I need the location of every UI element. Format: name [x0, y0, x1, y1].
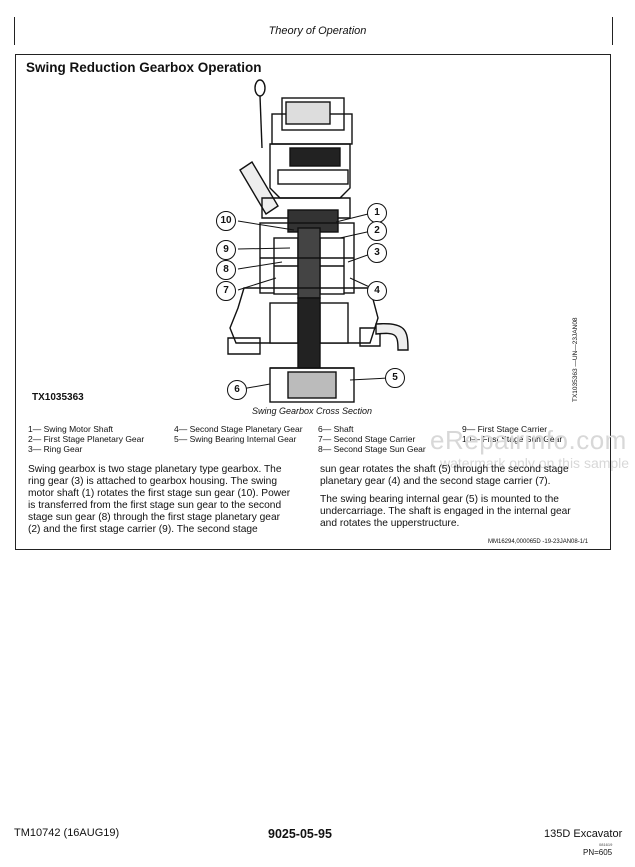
legend-item: 8— Second Stage Sun Gear — [318, 444, 426, 454]
callout-6: 6 — [227, 380, 247, 400]
legend-item: 7— Second Stage Carrier — [318, 434, 416, 444]
callout-4: 4 — [367, 281, 387, 301]
legend-item: 1— Swing Motor Shaft — [28, 424, 114, 434]
callout-1: 1 — [367, 203, 387, 223]
figure-vertical-id: TX1035363 —UN—23JAN08 — [572, 317, 579, 402]
callout-3: 3 — [367, 243, 387, 263]
legend-item: 6— Shaft — [318, 424, 354, 434]
legend-item: 10— First Stage Sun Gear — [462, 434, 563, 444]
body-line: stage sun gear (8) through the first sta… — [28, 512, 281, 523]
body-line: Swing gearbox is two stage planetary typ… — [28, 464, 282, 475]
legend-item: 5— Swing Bearing Internal Gear — [174, 434, 297, 444]
legend-item: 4— Second Stage Planetary Gear — [174, 424, 303, 434]
footer-model: 135D Excavator — [544, 828, 623, 840]
footer-date: 081619 — [599, 842, 613, 847]
body-line: undercarriage. The shaft is engaged in t… — [320, 506, 571, 517]
callout-9: 9 — [216, 240, 236, 260]
body-line: sun gear rotates the shaft (5) through t… — [320, 464, 569, 475]
figure-id: TX1035363 — [32, 392, 84, 403]
page-header-title: Theory of Operation — [268, 25, 367, 37]
section-title: Swing Reduction Gearbox Operation — [26, 60, 262, 75]
body-line: (2) and the first stage carrier (9). The… — [28, 524, 258, 535]
gearbox-cross-section-drawing — [227, 79, 409, 403]
body-line: and rotates the upperstructure. — [320, 518, 460, 529]
header-divider-right — [612, 17, 613, 45]
legend-item: 2— First Stage Planetary Gear — [28, 434, 145, 444]
body-line: planetary gear (4) and the second stage … — [320, 476, 551, 487]
section-frame — [15, 54, 611, 550]
footer-manual-id: TM10742 (16AUG19) — [14, 827, 120, 839]
callout-10: 10 — [216, 211, 236, 231]
legend-item: 9— First Stage Carrier — [462, 424, 548, 434]
watermark-note: watermark only on this sample — [440, 455, 630, 471]
figure-caption: Swing Gearbox Cross Section — [252, 406, 373, 416]
watermark-site: eRepairinfo.com — [430, 425, 627, 455]
callout-7: 7 — [216, 281, 236, 301]
header-divider-left — [14, 17, 15, 45]
footer-pn: PN=605 — [583, 848, 613, 857]
legend-item: 3— Ring Gear — [28, 444, 83, 454]
body-line: The swing bearing internal gear (5) is m… — [320, 494, 559, 505]
callout-5: 5 — [385, 368, 405, 388]
callout-8: 8 — [216, 260, 236, 280]
body-line: is transferred from the first stage sun … — [28, 500, 282, 511]
reference-code: MM16294,000065D -19-23JAN08-1/1 — [488, 539, 589, 545]
body-line: ring gear (3) is attached to gearbox hou… — [28, 476, 277, 487]
body-line: motor shaft (1) rotates the first stage … — [28, 488, 291, 499]
footer-page-number: 9025-05-95 — [268, 827, 332, 841]
callout-2: 2 — [367, 221, 387, 241]
